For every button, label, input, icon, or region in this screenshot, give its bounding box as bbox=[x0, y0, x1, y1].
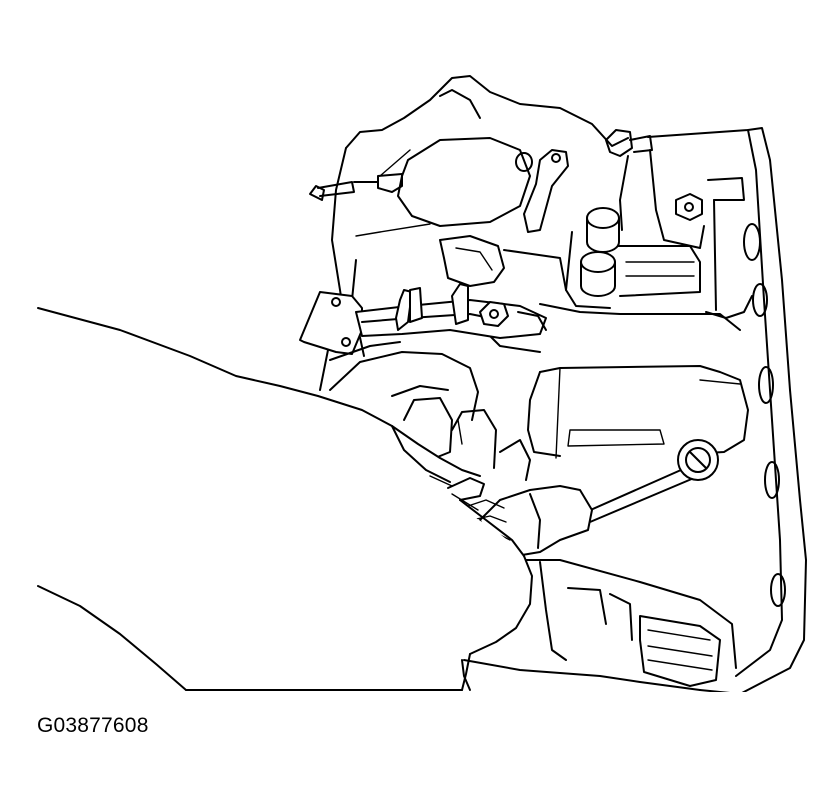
transmission-case bbox=[310, 76, 806, 694]
hand bbox=[0, 308, 839, 811]
bracket-plate bbox=[300, 284, 546, 360]
figure-id-label: G03877608 bbox=[37, 714, 149, 737]
screwdriver bbox=[468, 440, 718, 556]
